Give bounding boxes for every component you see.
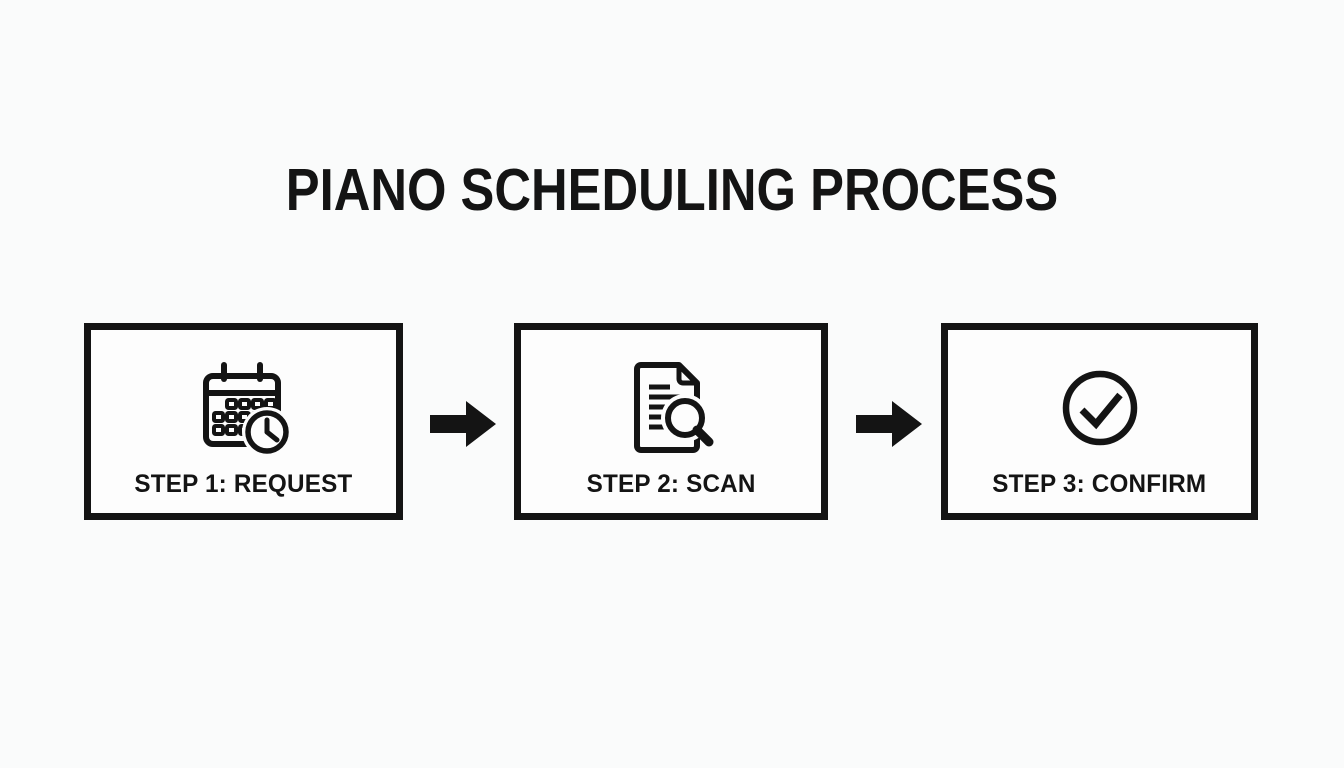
document-search-icon xyxy=(625,352,717,464)
calendar-clock-icon xyxy=(194,352,294,464)
step-box-request: STEP 1: REQUEST xyxy=(84,323,403,520)
step-label: STEP 3: CONFIRM xyxy=(992,470,1207,498)
arrow-right-icon xyxy=(856,401,922,447)
step-label: STEP 2: SCAN xyxy=(586,470,756,498)
step-box-confirm: STEP 3: CONFIRM xyxy=(941,323,1258,520)
arrow-right-icon xyxy=(430,401,496,447)
page-title: PIANO SCHEDULING PROCESS xyxy=(285,157,1059,223)
check-circle-icon xyxy=(1057,352,1143,464)
step-box-scan: STEP 2: SCAN xyxy=(514,323,828,520)
step-label: STEP 1: REQUEST xyxy=(134,470,353,498)
